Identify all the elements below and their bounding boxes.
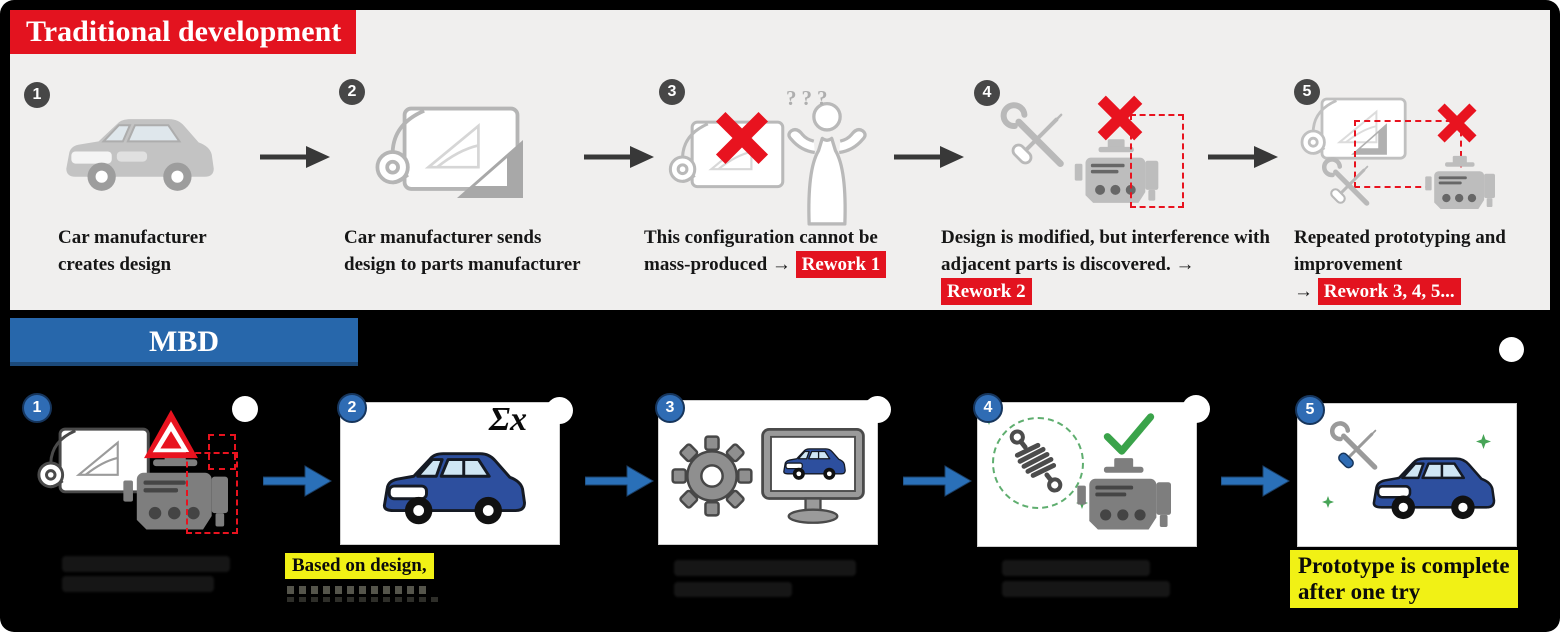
traditional-development-banner: Traditional development: [10, 10, 356, 54]
illegible-ghost-text: [674, 582, 792, 597]
top-step-4-caption: Design is modified, but interference wit…: [941, 224, 1286, 305]
interference-dashed-box: [1130, 114, 1184, 208]
rework-loop-dashed-box: [1354, 120, 1462, 188]
prototype-complete-label: Prototype is complete after one try: [1290, 550, 1518, 609]
issue-dashed-box: [186, 452, 238, 534]
gray-car-icon: [56, 104, 218, 205]
red-x-icon: [714, 110, 770, 166]
engine-icon: [1076, 453, 1180, 539]
illegible-ghost-text: [62, 576, 214, 592]
arrow-right-icon: [1206, 142, 1280, 172]
top-step-3-caption: This configuration cannot be mass-produc…: [644, 224, 904, 278]
arrow-right-icon: [582, 142, 656, 172]
mbd-step-4-card: [977, 402, 1197, 547]
illegible-ghost-text: [1002, 581, 1170, 597]
top-step-5-badge: 5: [1294, 79, 1320, 105]
mbd-step-2-badge: 2: [337, 393, 367, 423]
validation-dashed-circle: [992, 417, 1084, 509]
wrench-screwdriver-icon: [998, 98, 1078, 178]
red-x-icon: [1436, 102, 1478, 144]
gear-icon: [671, 435, 753, 517]
arrow-right-blue-icon: [1220, 462, 1292, 500]
monitor-car-icon: [757, 425, 869, 529]
rework-2-chip: Rework 2: [941, 278, 1032, 305]
shock-absorber-icon: [996, 421, 1076, 501]
white-dot: [1182, 395, 1210, 423]
white-dot: [1499, 337, 1524, 362]
engine-icon: [1424, 152, 1502, 216]
mbd-step-3-badge: 3: [655, 393, 685, 423]
set-square-icon: [455, 138, 525, 200]
white-dot: [232, 396, 258, 422]
mbd-step-5-badge: 5: [1295, 395, 1325, 425]
top-step-5-caption: Repeated prototyping and improvement → R…: [1294, 224, 1529, 305]
question-marks: ???: [786, 86, 833, 110]
illegible-ghost-text: [287, 597, 439, 602]
rework-345-chip: Rework 3, 4, 5...: [1317, 278, 1461, 305]
arrow-right-blue-icon: [584, 462, 656, 500]
blue-car-icon: [1358, 446, 1504, 530]
top-step-1-badge: 1: [24, 82, 50, 108]
top-step-4-badge: 4: [974, 80, 1000, 106]
based-on-design-label: Based on design,: [285, 553, 434, 579]
white-dot: [546, 397, 573, 424]
mbd-step-4-badge: 4: [973, 393, 1003, 423]
illegible-ghost-text: [1002, 560, 1150, 576]
white-dot: [864, 396, 891, 423]
mbd-banner: MBD: [10, 318, 358, 366]
arrow-right-blue-icon: [262, 462, 334, 500]
sparkle-icon: [1322, 496, 1334, 508]
blue-car-icon: [365, 439, 537, 537]
illegible-ghost-text: [674, 560, 856, 576]
top-step-2-caption: Car manufacturer sends design to parts m…: [344, 227, 581, 275]
arrow-right-icon: [258, 142, 332, 172]
top-step-3-badge: 3: [659, 79, 685, 105]
sigma-formula: Σx: [489, 401, 528, 438]
green-check-icon: [1102, 411, 1156, 457]
illegible-ghost-text: [287, 586, 429, 594]
red-x-icon: [1096, 94, 1144, 142]
mbd-step-2-card: Σx: [340, 401, 560, 545]
mbd-step-3-card: [658, 400, 878, 545]
confused-person-icon: [780, 94, 874, 226]
mbd-step-5-card: [1297, 403, 1517, 547]
arrow-right-blue-icon: [902, 462, 974, 500]
arrow-right-icon: [892, 142, 966, 172]
top-step-2-badge: 2: [339, 79, 365, 105]
top-step-1-caption: Car manufacturer creates design: [58, 227, 207, 275]
wrench-screwdriver-icon: [1316, 154, 1384, 214]
mbd-step-1-badge: 1: [22, 393, 52, 423]
rework-1-chip: Rework 1: [795, 251, 887, 278]
illegible-ghost-text: [62, 556, 230, 572]
